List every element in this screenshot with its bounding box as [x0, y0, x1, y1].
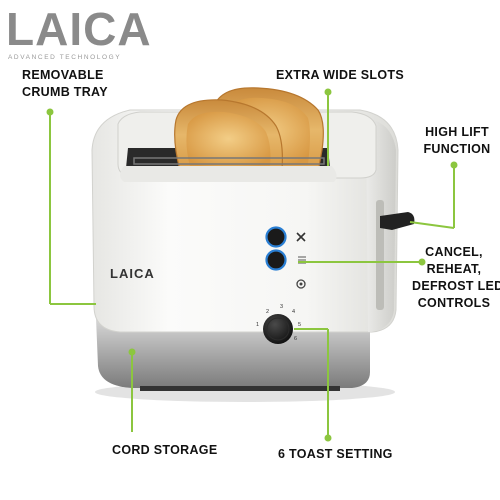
- callout-wide-slots: EXTRA WIDE SLOTS: [276, 68, 404, 82]
- callout-high-lift: HIGH LIFT FUNCTION: [422, 124, 492, 158]
- browning-dial[interactable]: [263, 314, 293, 344]
- callout-line-3: DEFROST LED: [412, 279, 500, 293]
- dial-number: 5: [298, 322, 301, 328]
- dial-number: 4: [292, 309, 295, 315]
- logo-wordmark: LAICA: [6, 3, 152, 55]
- brand-logo: LAICA ADVANCED TECHNOLOGY: [6, 6, 151, 62]
- dial-number: 3: [280, 304, 283, 310]
- dial-scale: 1 2 3 4 5 6: [256, 304, 301, 342]
- callout-lines: [49, 92, 455, 438]
- cancel-icon: [296, 232, 306, 242]
- dial-number: 2: [266, 309, 269, 315]
- reheat-icon: [296, 279, 306, 289]
- dial-number: 1: [256, 322, 259, 328]
- steel-base: [96, 318, 370, 388]
- logo-tagline: ADVANCED TECHNOLOGY: [8, 54, 122, 61]
- callout-line-1: REMOVABLE: [22, 68, 104, 82]
- callout-cord-storage: CORD STORAGE: [112, 443, 218, 457]
- high-lift-lever[interactable]: [380, 212, 415, 230]
- base-foot: [140, 386, 340, 391]
- callout-line-2: FUNCTION: [423, 142, 491, 156]
- callout-toast-setting: 6 TOAST SETTING: [278, 447, 393, 461]
- callout-crumb-tray: REMOVABLE CRUMB TRAY: [22, 67, 108, 101]
- callout-line-1: HIGH LIFT: [425, 125, 489, 139]
- body-logo: LAICA: [110, 266, 155, 281]
- callout-line-4: CONTROLS: [417, 296, 491, 310]
- callout-dots: [46, 88, 458, 442]
- cancel-button[interactable]: [265, 226, 287, 248]
- callout-line-2: CRUMB TRAY: [22, 85, 108, 99]
- bread-rack: [133, 157, 325, 165]
- dial-number: 6: [294, 336, 297, 342]
- callout-line-2: REHEAT,: [426, 262, 482, 276]
- reheat-button[interactable]: [265, 249, 287, 271]
- callout-controls: CANCEL, REHEAT, DEFROST LED CONTROLS: [412, 244, 500, 312]
- callout-line-1: CANCEL,: [425, 245, 483, 259]
